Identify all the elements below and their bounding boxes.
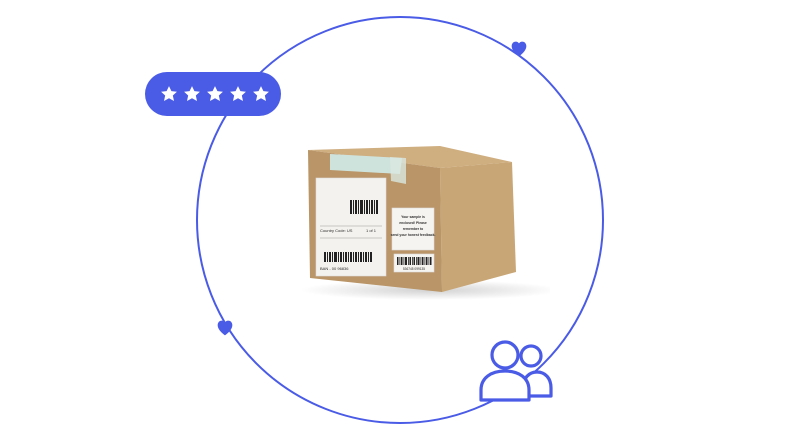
star-icon	[184, 86, 200, 101]
star-icon	[253, 86, 269, 101]
sample-message-line-2: enclosed! Please	[399, 221, 427, 225]
label-ban-code: BAN - 00 96836	[320, 266, 349, 271]
star-icon	[207, 86, 223, 101]
star-icon	[161, 86, 177, 101]
heart-icon	[217, 320, 233, 336]
label-count: 1 of 1	[366, 228, 377, 233]
package-box-image: Country Code: US BAN - 00 96836 1 of 1 Y…	[300, 146, 550, 300]
label-country-code: Country Code: US	[320, 228, 353, 233]
star-icon	[230, 86, 246, 101]
five-star-rating-badge	[145, 72, 281, 116]
heart-icon	[511, 41, 527, 57]
sample-message-line-1: Your sample is	[401, 215, 425, 219]
sample-message-line-4: send your honest feedback.	[391, 233, 436, 237]
sample-message-line-3: remember to	[403, 227, 424, 231]
barcode-number: 536745 099135	[403, 267, 425, 271]
users-icon	[479, 340, 553, 402]
